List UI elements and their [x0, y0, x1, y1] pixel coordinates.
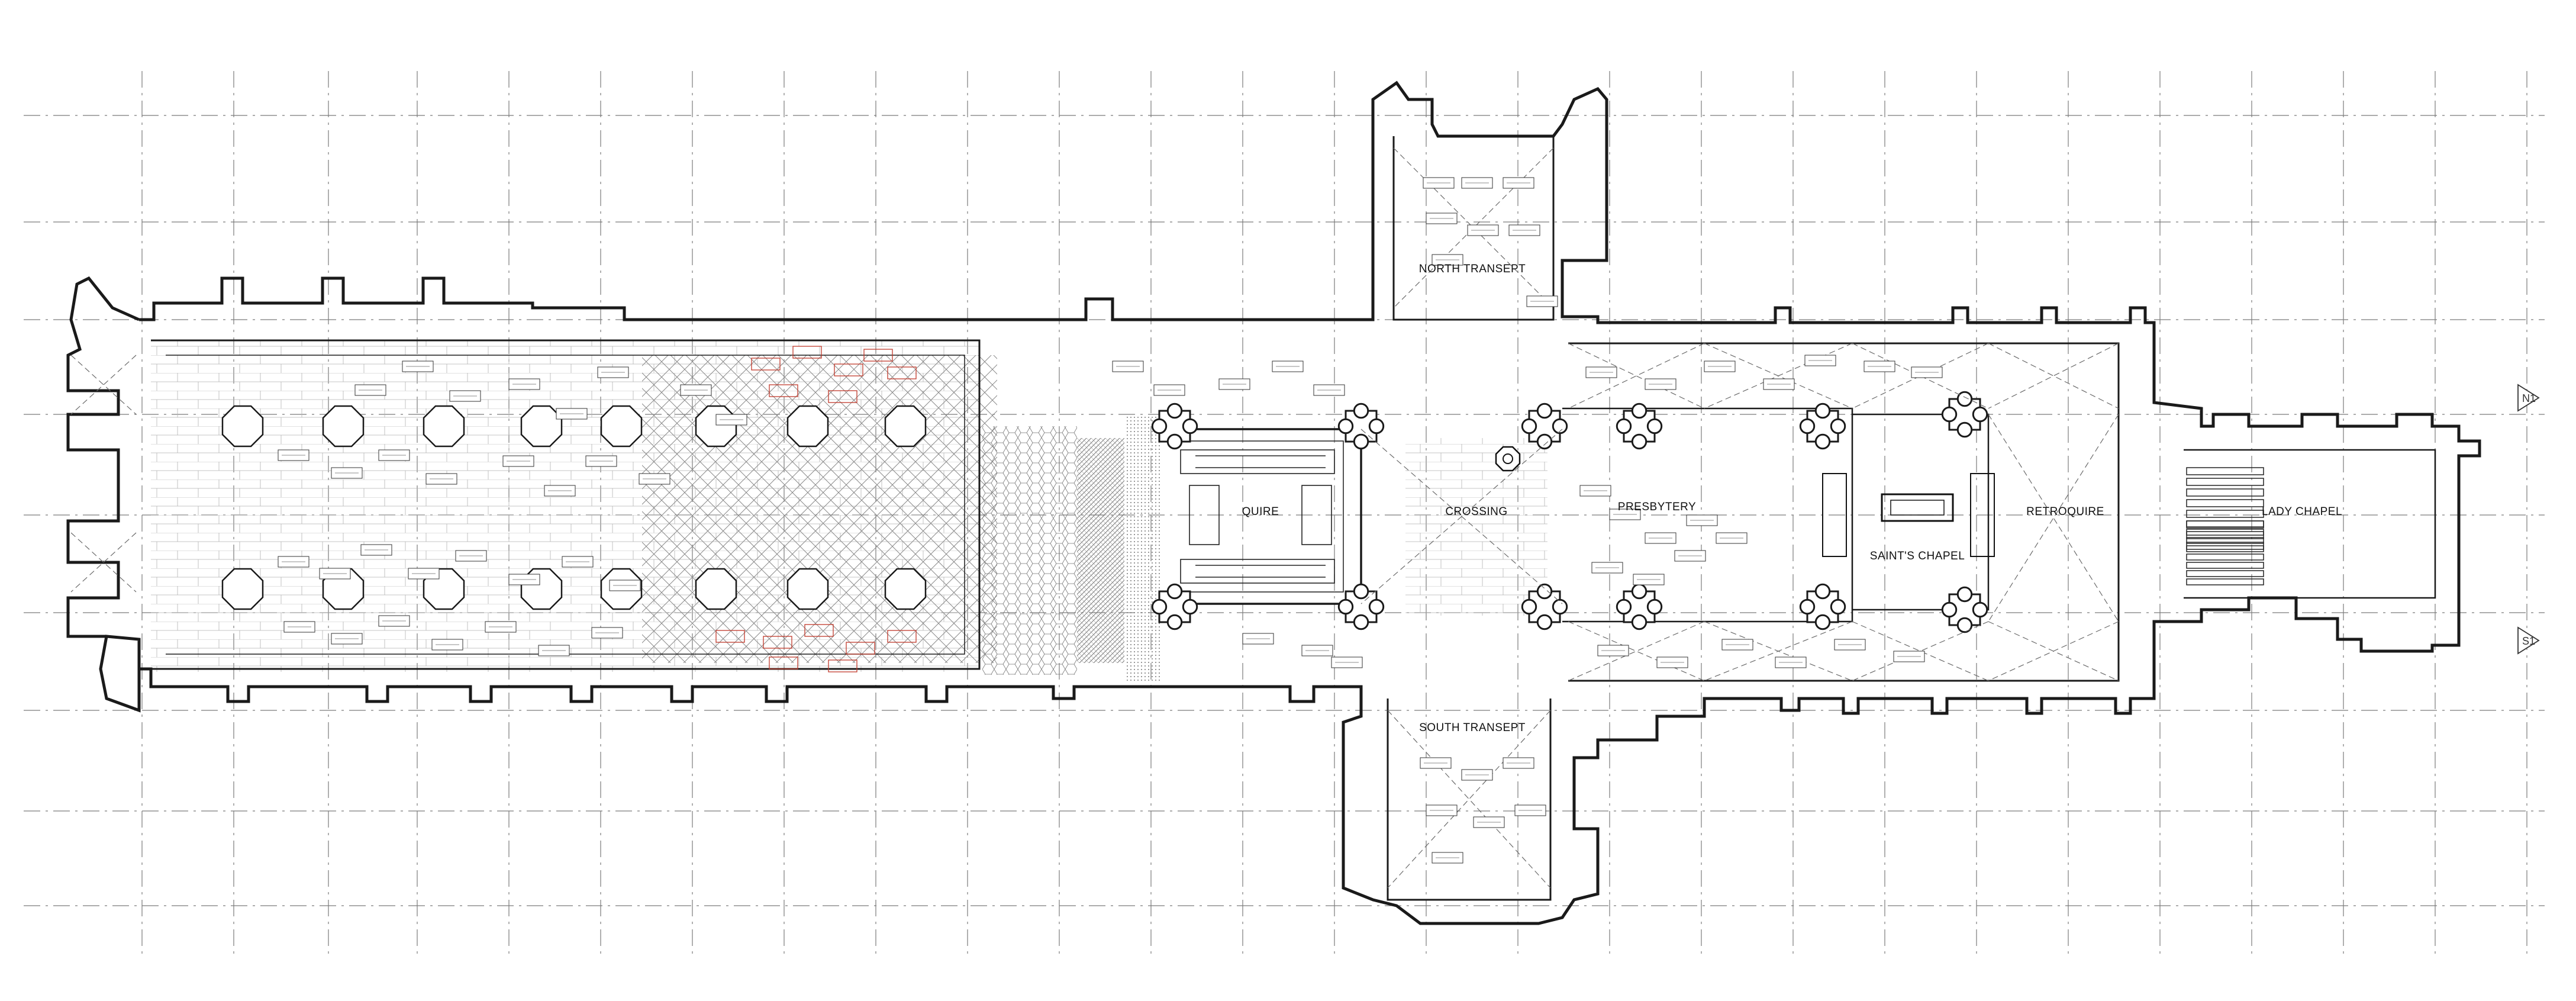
clustered-pier	[1521, 583, 1568, 630]
red-ledger-slab	[887, 366, 917, 379]
clustered-pier	[1151, 583, 1198, 630]
label-lady-chapel: LADY CHAPEL	[2262, 506, 2342, 518]
red-ledger-slab	[751, 358, 781, 371]
floor-patterns	[151, 340, 1547, 681]
marker-s1-text: S1	[2522, 635, 2535, 647]
bench	[2186, 510, 2264, 518]
nave-pier-north	[423, 405, 465, 448]
font-bowl	[1503, 453, 1513, 464]
cathedral-walls	[66, 81, 2481, 925]
room-labels: NORTH TRANSEPT SOUTH TRANSEPT QUIRE CROS…	[1242, 263, 2342, 734]
label-presbytery: PRESBYTERY	[1618, 501, 1696, 513]
grid-marker-s1: S1	[2517, 626, 2540, 655]
nave-pier-north	[322, 405, 365, 448]
nave-pier-south	[786, 568, 829, 610]
nave-pier-north	[520, 405, 563, 448]
quire-stalls	[1180, 449, 1335, 584]
bench	[2186, 488, 2264, 497]
bench	[2186, 553, 2264, 561]
red-ledger-slab	[887, 630, 917, 643]
red-ledger-slab	[769, 384, 798, 397]
label-south-transept: SOUTH TRANSEPT	[1419, 722, 1526, 734]
bench	[2186, 542, 2264, 550]
label-retroquire: RETROQUIRE	[2026, 506, 2104, 518]
vault-ribs	[70, 147, 2119, 889]
nave-pier-north	[221, 405, 264, 448]
clustered-pier	[1941, 391, 1988, 438]
red-ledger-slab	[828, 390, 857, 403]
red-ledger-slab	[769, 656, 798, 670]
red-ledger-slab	[792, 346, 822, 359]
clustered-pier	[1799, 583, 1846, 630]
label-north-transept: NORTH TRANSEPT	[1419, 263, 1526, 275]
bench	[2186, 570, 2264, 577]
grid-marker-n1: N1	[2517, 384, 2540, 412]
red-ledger-slab	[834, 363, 863, 376]
red-ledger-slab	[863, 349, 893, 362]
saints-shrine	[1822, 473, 1995, 557]
ledger-slabs	[278, 177, 1943, 864]
red-ledger-slab	[846, 642, 875, 655]
nave-pier-north	[600, 405, 643, 448]
bench	[2186, 499, 2264, 507]
bench	[2186, 578, 2264, 585]
red-ledger-slabs	[715, 346, 917, 672]
label-crossing: CROSSING	[1445, 506, 1507, 518]
marker-n1-text: N1	[2522, 392, 2536, 404]
nave-pier-south	[884, 568, 927, 610]
red-ledger-slab	[763, 636, 792, 649]
nave-pier-south	[695, 568, 737, 610]
bench	[2186, 562, 2264, 569]
clustered-pier	[1521, 403, 1568, 450]
nave-pier-south	[221, 568, 264, 610]
label-quire: QUIRE	[1242, 506, 1279, 518]
bench	[2186, 531, 2264, 539]
crossing-piers	[1151, 391, 1988, 633]
clustered-pier	[1941, 586, 1988, 633]
crossing-font	[1495, 446, 1521, 472]
red-ledger-slab	[828, 659, 857, 672]
label-saints-chapel: SAINT'S CHAPEL	[1870, 550, 1965, 562]
clustered-pier	[1799, 403, 1846, 450]
lady-chapel-benches	[2186, 467, 2264, 585]
nave-pier-north	[884, 405, 927, 448]
bench	[2186, 467, 2264, 475]
bench	[2186, 478, 2264, 486]
clustered-pier	[1616, 403, 1663, 450]
bench	[2186, 520, 2264, 529]
nave-pier-north	[695, 405, 737, 448]
red-ledger-slab	[715, 630, 745, 643]
bench	[2186, 537, 2264, 544]
red-ledger-slab	[804, 624, 834, 637]
clustered-pier	[1337, 583, 1385, 630]
clustered-pier	[1151, 403, 1198, 450]
nave-pier-north	[786, 405, 829, 448]
clustered-pier	[1616, 583, 1663, 630]
clustered-pier	[1337, 403, 1385, 450]
